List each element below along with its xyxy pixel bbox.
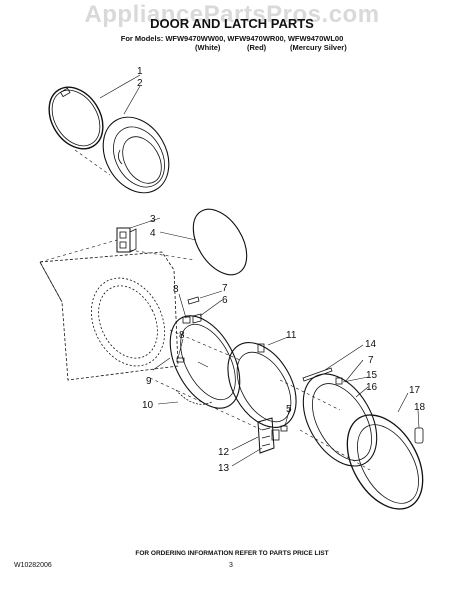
callout-6: 6 — [222, 295, 228, 306]
inner-door-ring-part — [169, 315, 241, 409]
callout-14: 14 — [365, 339, 377, 350]
callout-2: 2 — [137, 78, 143, 89]
callout-7: 7 — [222, 283, 228, 294]
callout-7b: 7 — [368, 355, 374, 366]
watermark: AppliancePartsPros.com — [84, 1, 380, 28]
models-line: For Models: WFW9470WW00, WFW9470WR00, WF… — [120, 34, 344, 43]
callout-17: 17 — [409, 385, 421, 396]
alignment-lines — [39, 149, 371, 471]
screws-part — [176, 296, 202, 363]
page-title: DOOR AND LATCH PARTS — [150, 16, 314, 31]
model-color-white: (White) — [195, 43, 221, 52]
front-panel-part — [39, 251, 179, 381]
callout-4: 4 — [150, 228, 156, 239]
model-color-red: (Red) — [247, 43, 267, 52]
hinge-part — [257, 417, 280, 454]
model-color-silver: (Mercury Silver) — [290, 43, 347, 52]
leader-lines — [99, 74, 420, 467]
callout-8: 8 — [173, 284, 179, 295]
screw-5-part — [280, 425, 288, 432]
door-boot-part — [102, 116, 170, 194]
callout-13: 13 — [218, 463, 230, 474]
door-cap-part — [414, 427, 424, 444]
document-number: W10282006 — [14, 562, 52, 569]
handle-rod-part — [302, 367, 333, 382]
callout-9: 9 — [146, 376, 152, 387]
callout-8b: 8 — [179, 330, 185, 341]
callout-15: 15 — [366, 370, 378, 381]
door-outer-frame-part — [302, 373, 378, 467]
callout-5: 5 — [286, 404, 292, 415]
callout-3: 3 — [150, 214, 156, 225]
clamp-ring-part — [48, 86, 104, 150]
callout-10: 10 — [142, 400, 154, 411]
callout-11: 11 — [286, 330, 297, 341]
door-glass-part — [192, 208, 248, 276]
callout-1: 1 — [137, 66, 143, 77]
ordering-info-footer: FOR ORDERING INFORMATION REFER TO PARTS … — [135, 550, 329, 557]
latch-bracket-part — [116, 227, 137, 253]
callout-12: 12 — [218, 447, 230, 458]
callout-18: 18 — [414, 402, 426, 413]
callout-16: 16 — [366, 382, 378, 393]
page-number: 3 — [229, 562, 233, 569]
door-inner-panel-part — [227, 342, 297, 428]
outer-door-part — [346, 414, 424, 510]
